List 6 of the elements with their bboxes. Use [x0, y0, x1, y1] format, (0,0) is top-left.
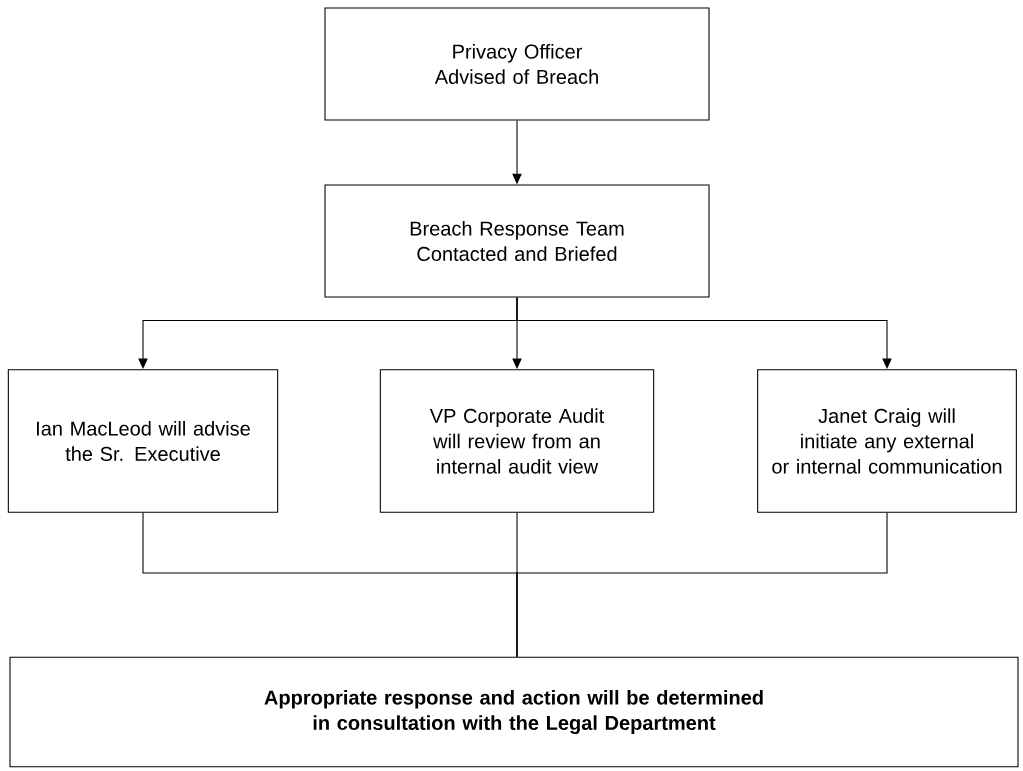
- process-box: Janet Craig will initiate any external or internal communication: [757, 369, 1017, 513]
- process-box: Appropriate response and action will be determined in consultation with the Legal Department: [9, 656, 1019, 768]
- process-box: Breach Response Team Contacted and Briefed: [324, 184, 710, 298]
- process-box: VP Corporate Audit will review from an internal audit view: [379, 369, 655, 513]
- process-box: Ian MacLeod will advise the Sr. Executive: [7, 369, 279, 513]
- process-box: Privacy Officer Advised of Breach: [324, 7, 710, 121]
